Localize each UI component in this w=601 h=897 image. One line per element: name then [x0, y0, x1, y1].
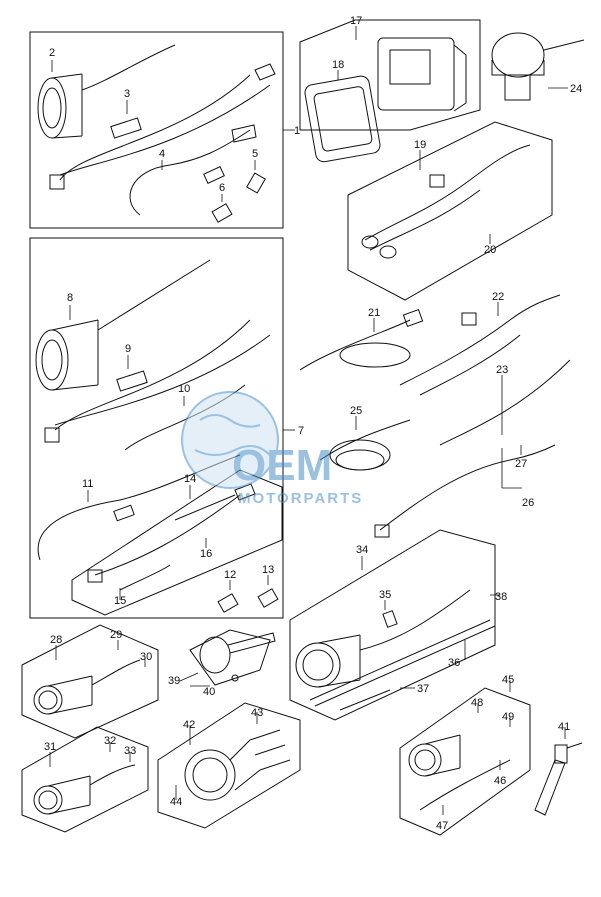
group-box-34: [289, 529, 496, 721]
callout-37: 37: [417, 683, 429, 695]
band-16: [174, 494, 236, 521]
callout-31: 31: [44, 741, 56, 753]
connector-6: [211, 203, 233, 223]
lever-41: [534, 742, 583, 816]
harness-14: [87, 483, 256, 583]
cable-23: [439, 359, 571, 446]
callout-48: 48: [471, 697, 483, 709]
callout-45: 45: [502, 674, 514, 686]
group-box-1: [29, 31, 284, 229]
group-box-7: [29, 237, 284, 619]
callout-32: 32: [104, 735, 116, 747]
callout-42: 42: [183, 719, 195, 731]
callout-11: 11: [82, 478, 93, 490]
gauge-42: [184, 729, 291, 801]
callout-8: 8: [67, 292, 73, 304]
callout-numbers: 1 2 3 4 5 6 7 8 9 10 11 12 13 14 15 16 1…: [44, 15, 582, 832]
callout-15: 15: [114, 595, 126, 607]
callout-40: 40: [203, 686, 215, 698]
callout-24: 24: [570, 83, 582, 95]
cable-21: [299, 308, 424, 371]
cable-25: [319, 419, 411, 471]
buzzer-24: [491, 32, 585, 101]
callout-22: 22: [492, 291, 504, 303]
display-unit-17: [377, 37, 467, 112]
cable-4: [129, 124, 257, 216]
callout-13: 13: [262, 564, 274, 576]
gauge-2: [37, 44, 176, 139]
callout-9: 9: [125, 343, 131, 355]
callout-46: 46: [494, 775, 506, 787]
callout-36: 36: [448, 657, 460, 669]
harness-26: [374, 444, 556, 538]
callout-16: 16: [200, 548, 212, 560]
tie-37: [339, 689, 391, 711]
harness-22: [399, 294, 561, 396]
watermark-brand: OEM: [232, 441, 332, 490]
display-cover-18: [304, 75, 381, 163]
callout-35: 35: [379, 589, 391, 601]
callout-21: 21: [368, 307, 380, 319]
group-box-31: [21, 726, 149, 833]
callout-39: 39: [168, 675, 180, 687]
harness-9: [44, 319, 271, 443]
callout-10: 10: [178, 383, 190, 395]
callout-47: 47: [436, 820, 448, 832]
callout-49: 49: [502, 711, 514, 723]
connector-5: [246, 172, 266, 194]
tube-36: [309, 619, 496, 707]
callout-19: 19: [414, 139, 426, 151]
leader-lines: [49, 26, 568, 815]
switch-39: [199, 632, 276, 682]
tie-15: [119, 564, 171, 591]
group-box-17: [299, 19, 481, 131]
group-box-19: [347, 121, 553, 301]
callout-7: 7: [298, 425, 304, 437]
callout-18: 18: [332, 59, 344, 71]
callout-6: 6: [219, 182, 225, 194]
callout-29: 29: [110, 629, 122, 641]
gauge-28: [33, 659, 141, 715]
group-box-45: [399, 687, 531, 836]
watermark-sub: MOTORPARTS: [238, 490, 363, 507]
gauge-31: [33, 764, 136, 815]
gauge-45: [408, 734, 511, 811]
harness-19: [361, 144, 531, 259]
callout-43: 43: [251, 707, 263, 719]
callout-33: 33: [124, 745, 136, 757]
callout-25: 25: [350, 405, 362, 417]
watermark: OEM MOTORPARTS: [181, 391, 363, 507]
callout-2: 2: [49, 47, 55, 59]
callout-23: 23: [496, 364, 508, 376]
callout-44: 44: [170, 796, 182, 808]
callout-28: 28: [50, 634, 62, 646]
group-box-28: [21, 624, 159, 739]
group-box-39: [189, 629, 271, 686]
callout-12: 12: [224, 569, 236, 581]
callout-20: 20: [484, 244, 496, 256]
callout-26: 26: [522, 497, 534, 509]
callout-17: 17: [350, 15, 362, 27]
callout-4: 4: [159, 148, 165, 160]
callout-30: 30: [140, 651, 152, 663]
connector-12: [217, 593, 239, 613]
callout-3: 3: [124, 88, 130, 100]
group-box-42: [157, 702, 301, 829]
gauge-34: [295, 589, 471, 688]
gauge-8: [35, 259, 211, 391]
callout-27: 27: [515, 458, 527, 470]
callout-14: 14: [184, 473, 196, 485]
harness-3: [49, 63, 276, 190]
callout-38: 38: [495, 591, 507, 603]
callout-34: 34: [356, 544, 368, 556]
callout-41: 41: [558, 721, 570, 733]
connector-13: [257, 588, 279, 608]
callout-5: 5: [252, 148, 258, 160]
callout-1: 1: [294, 125, 300, 137]
